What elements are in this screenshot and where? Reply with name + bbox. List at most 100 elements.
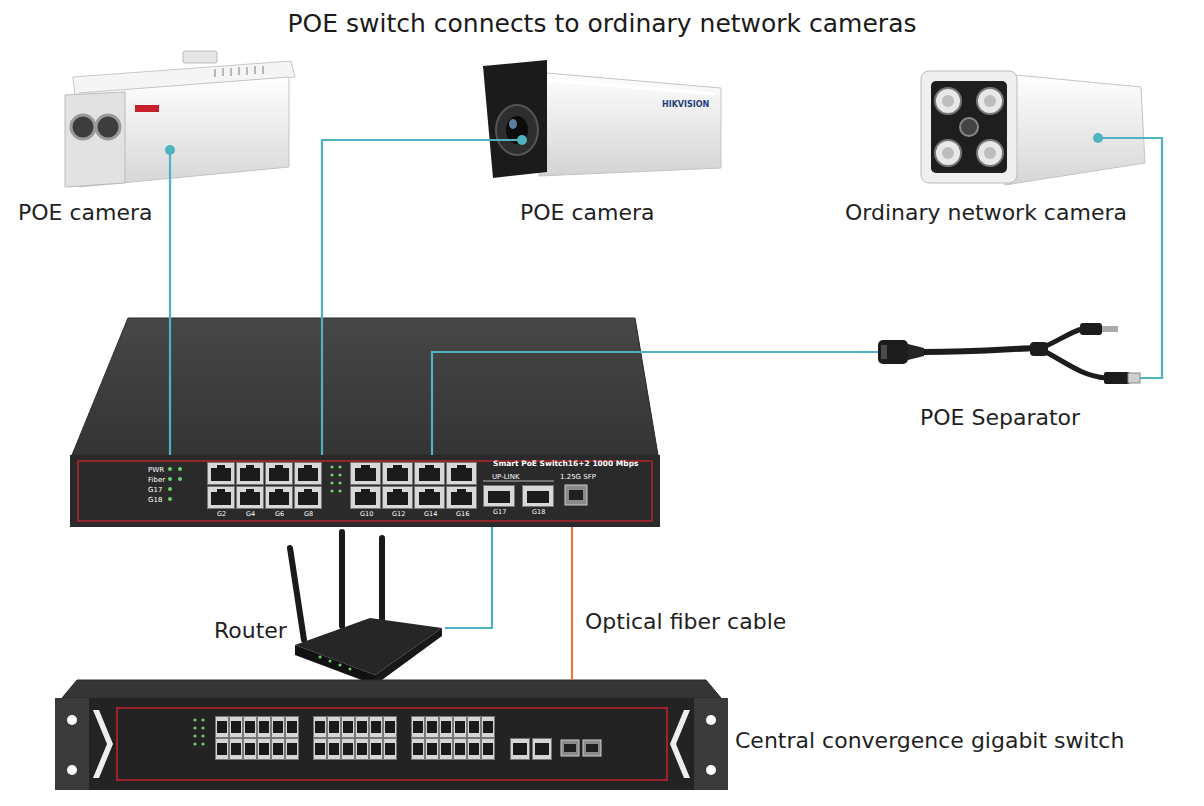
core-switch-label: Central convergence gigabit switch — [735, 728, 1124, 753]
poe-splitter-illustration-part — [1104, 372, 1130, 384]
ir-camera-illustration-part — [942, 147, 954, 159]
router-illustration-part — [295, 645, 375, 685]
rack-switch-illustration-part — [193, 726, 196, 729]
rack-switch-illustration-part — [564, 744, 576, 752]
bullet-camera-illustration-part — [135, 105, 159, 112]
ir-camera-illustration-part — [942, 95, 954, 107]
rack-switch-illustration-part — [533, 739, 552, 760]
bullet-camera-illustration-part — [183, 51, 217, 63]
device-marking: G18 — [532, 509, 545, 516]
network-camera-label: Ordinary network camera — [845, 200, 1127, 225]
poe-switch-illustration-part — [168, 497, 172, 501]
rack-switch-illustration-part — [583, 740, 601, 756]
rack-switch-illustration-part — [201, 726, 204, 729]
poe-splitter-illustration-part — [1080, 323, 1102, 335]
poe-camera: POE camera — [475, 60, 725, 185]
poe-splitter-illustration-part — [881, 345, 887, 359]
rack-switch-illustration-part — [215, 716, 299, 760]
device-marking: 1.25G SFP — [560, 473, 596, 481]
router-illustration-part — [319, 656, 322, 659]
device-marking: G16 — [456, 511, 469, 518]
network-camera: Ordinary network camera — [915, 65, 1145, 190]
bullet-camera-illustration-part — [509, 119, 517, 129]
network-cable — [169, 195, 171, 455]
poe-camera: POE camera — [65, 55, 295, 195]
device-marking: G10 — [360, 511, 373, 518]
device-marking: G6 — [275, 511, 284, 518]
rack-switch-illustration-part — [201, 718, 204, 721]
poe-switch-illustration-part — [70, 455, 660, 527]
poe-splitter-illustration-part — [1046, 329, 1082, 346]
ir-camera-illustration-part — [977, 88, 1003, 114]
poe-switch-illustration-part — [338, 489, 341, 492]
router-illustration — [280, 540, 445, 695]
rack-switch-illustration-part — [513, 743, 527, 755]
poe-splitter-illustration-part — [1128, 373, 1140, 383]
rack-switch-illustration-part — [193, 718, 196, 721]
rack-switch-illustration-part — [55, 698, 89, 790]
bullet-camera-illustration-part-part — [262, 66, 264, 74]
router-illustration-part — [339, 664, 342, 667]
bullet-camera-illustration-part-part — [214, 69, 216, 77]
poe-switch-illustration-part — [338, 481, 341, 484]
rack-switch-illustration — [55, 680, 728, 792]
ir-camera-illustration-part — [977, 140, 1003, 166]
rack-switch-illustration-part — [706, 715, 716, 725]
poe-switch-label: Smart PoE Switch16+2 1000 Mbps — [493, 460, 639, 469]
poe-splitter-illustration-part — [1102, 326, 1118, 332]
poe-switch-illustration-part — [484, 486, 515, 507]
poe-switch-illustration-part — [330, 481, 333, 484]
rack-switch-illustration-part — [561, 740, 579, 756]
router-illustration-part — [329, 660, 332, 663]
cable-label: Optical fiber cable — [585, 609, 786, 634]
router-illustration-part — [375, 628, 442, 685]
network-cable — [445, 527, 492, 628]
poe-switch-illustration-part — [78, 461, 652, 521]
device-marking: UP-LINK — [492, 473, 520, 481]
poe-switch-illustration-part — [350, 462, 478, 510]
network-cable — [322, 140, 475, 455]
poe-switch-illustration-part — [330, 473, 333, 476]
poe-switch-illustration-part — [178, 467, 182, 471]
poe-switch-illustration-part — [330, 489, 333, 492]
device-marking: G2 — [217, 511, 226, 518]
rack-switch-illustration-part — [201, 734, 204, 737]
bullet-camera-illustration-part-part — [246, 67, 248, 75]
bullet-camera-illustration-part-part — [230, 68, 232, 76]
poe-camera-label: POE camera — [520, 200, 655, 225]
rack-switch-illustration-part — [193, 734, 196, 737]
poe-switch-illustration-part — [338, 473, 341, 476]
device-marking: G17 — [493, 509, 506, 516]
ir-camera-illustration-part — [1098, 137, 1145, 139]
network-cable — [432, 352, 878, 455]
device-marking: G17 — [148, 486, 162, 494]
device-marking: G14 — [424, 511, 437, 518]
rack-switch-illustration-part — [93, 710, 113, 778]
poe-switch-illustration-part — [168, 487, 172, 491]
poe-switch-illustration-part — [569, 490, 583, 500]
rack-switch-illustration-part — [313, 716, 397, 760]
ir-camera-illustration-part — [921, 71, 1017, 183]
router-illustration-part-part — [339, 532, 345, 626]
ir-camera-illustration-part — [931, 81, 1007, 173]
poe-switch-illustration-part — [330, 465, 333, 468]
fiber-cable — [571, 527, 573, 680]
core-switch: Central convergence gigabit switch — [55, 680, 728, 792]
ir-camera-illustration-part — [960, 118, 978, 136]
bullet-camera-illustration-part — [215, 66, 263, 77]
bullet-camera-illustration-part — [517, 135, 527, 145]
bullet-camera-illustration-part — [535, 72, 721, 176]
ir-camera-illustration-part — [984, 95, 996, 107]
rack-switch-illustration-part — [411, 716, 495, 760]
poe-splitter-illustration-part — [908, 344, 924, 360]
ir-camera-illustration-part — [1093, 133, 1103, 143]
ir-camera-illustration-part — [935, 140, 961, 166]
device-marking: PWR — [148, 466, 164, 474]
ir-camera-illustration — [915, 65, 1145, 190]
poe-separator-label: POE Separator — [920, 405, 1080, 430]
poe-splitter-illustration-part — [1046, 352, 1106, 378]
poe-switch-illustration-part — [207, 462, 323, 510]
poe-switch-illustration-part — [338, 465, 341, 468]
